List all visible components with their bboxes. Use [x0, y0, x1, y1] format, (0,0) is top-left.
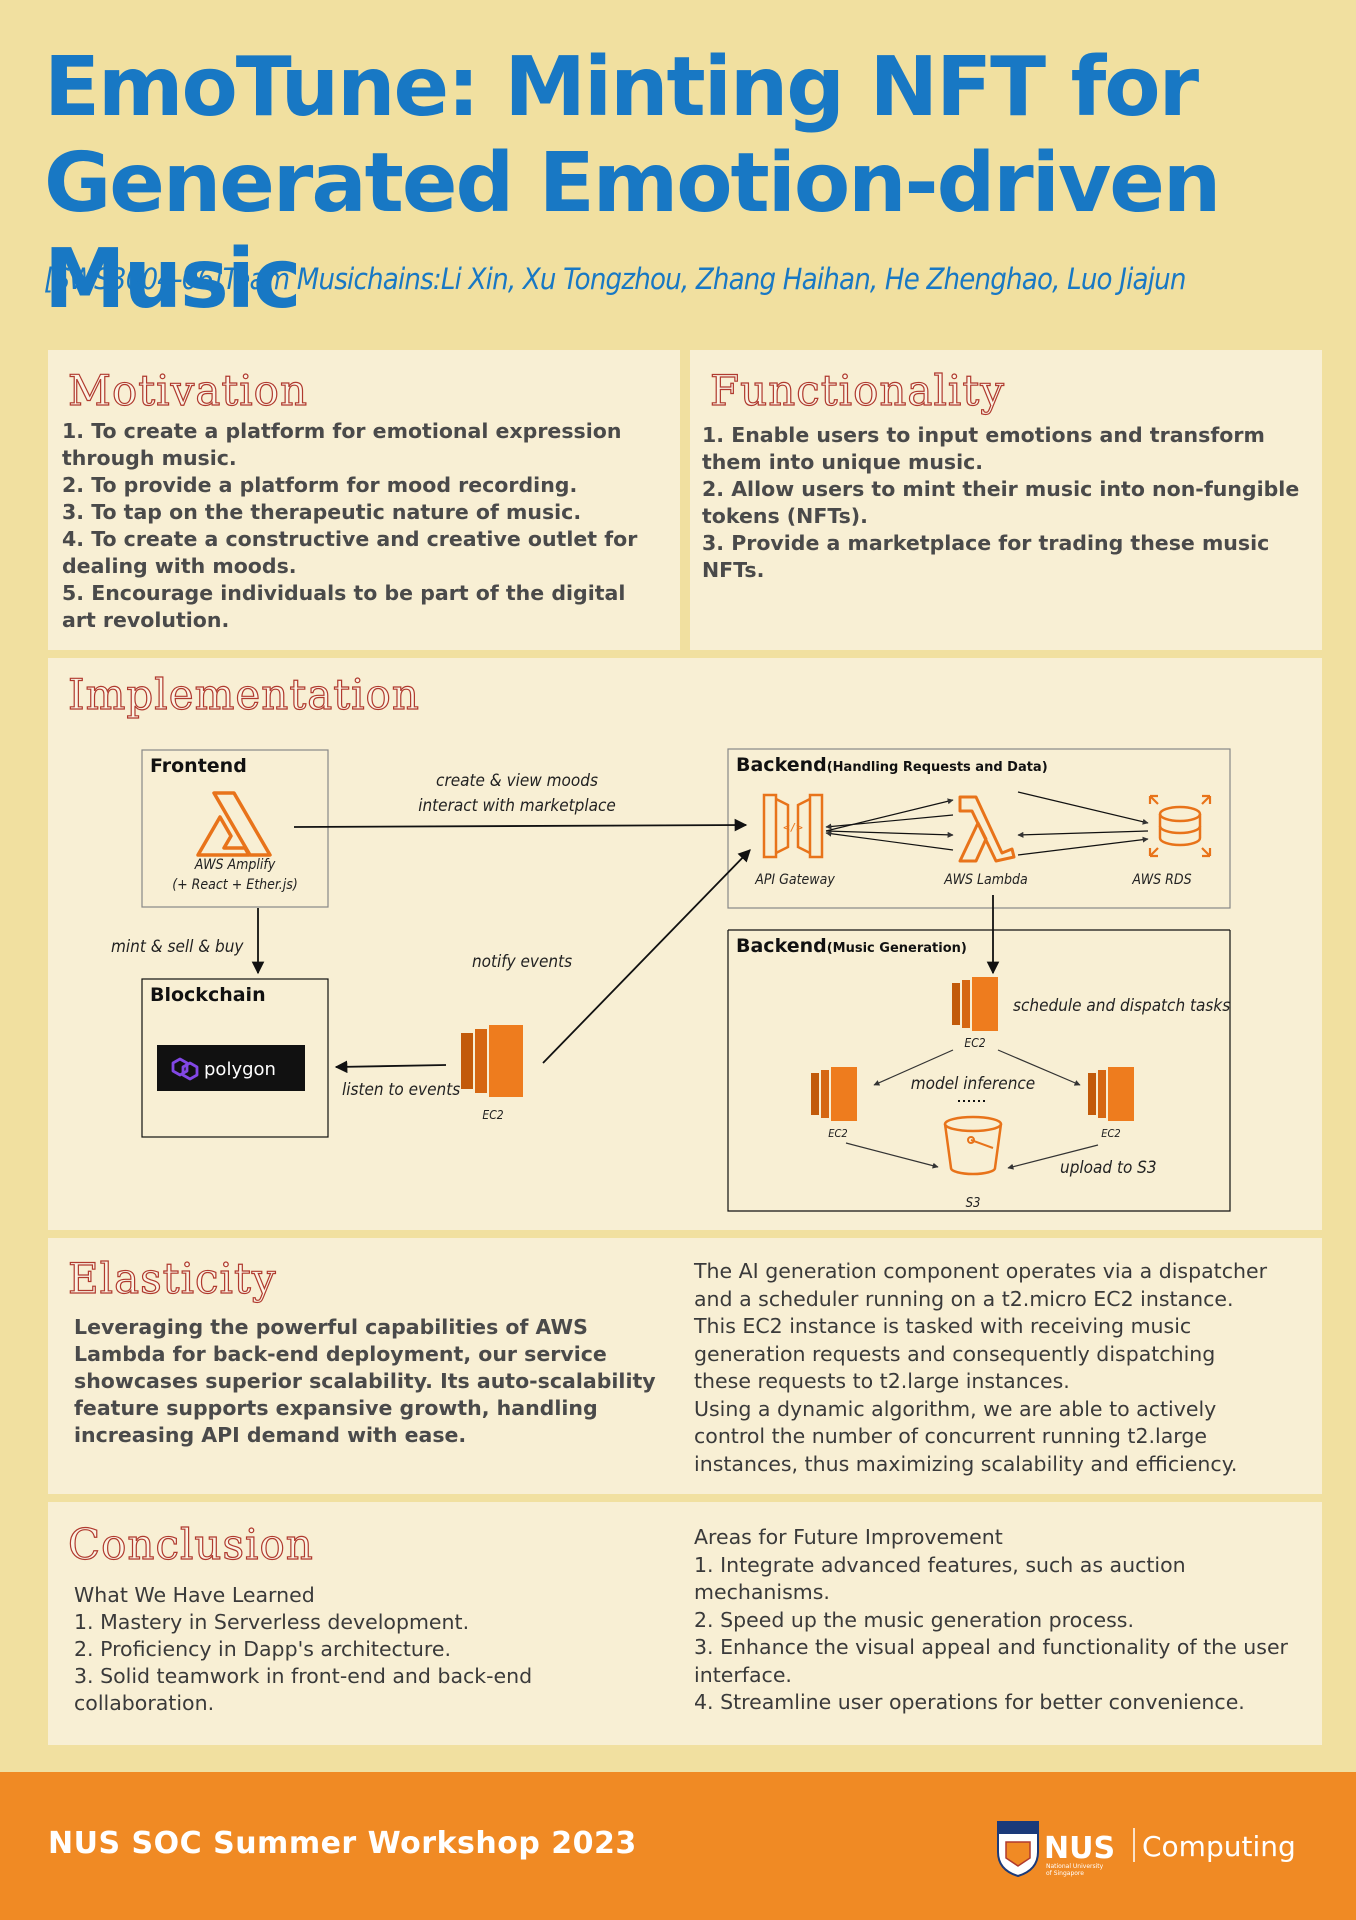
list-item: 1. Mastery in Serverless development. [74, 1610, 470, 1634]
title-line-2: Generated Emotion-driven Music [44, 136, 1221, 327]
api-gateway-icon: </> [762, 793, 824, 859]
title-line-1: EmoTune: Minting NFT for [44, 40, 1199, 135]
ec2-scheduler-icon [952, 977, 998, 1031]
text-line: This EC2 instance is tasked with receivi… [694, 1314, 1192, 1338]
elasticity-right-text: The AI generation component operates via… [694, 1258, 1304, 1478]
ec2-left-label: EC2 [828, 1127, 847, 1140]
nus-crest-icon [997, 1821, 1039, 1878]
list-item: 4. To create a constructive and creative… [62, 527, 638, 578]
ec2-right-label: EC2 [1101, 1127, 1120, 1140]
backend-music-box [727, 929, 1231, 1212]
list-item: 2. Speed up the music generation process… [694, 1607, 1134, 1632]
motivation-list: 1. To create a platform for emotional ex… [62, 418, 662, 634]
api-gateway-label: API Gateway [754, 872, 835, 888]
motivation-title: Motivation [67, 365, 309, 415]
frontend-title: Frontend [150, 755, 247, 777]
arrow-interact-label: interact with marketplace [418, 796, 616, 816]
list-item: 5. Encourage individuals to be part of t… [62, 581, 626, 632]
learned-heading: What We Have Learned [74, 1583, 315, 1607]
polygon-logo: polygon [157, 1045, 305, 1091]
backend-requests-title: Backend(Handling Requests and Data) [736, 754, 1048, 776]
elasticity-left-text: Leveraging the powerful capabilities of … [74, 1315, 656, 1447]
future-heading: Areas for Future Improvement [694, 1525, 1003, 1549]
list-item: 2. Proficiency in Dapp's architecture. [74, 1637, 451, 1661]
list-item: 3. Solid teamwork in front-end and back-… [74, 1664, 533, 1715]
svg-text:</>: </> [783, 821, 803, 834]
conclusion-title: Conclusion [67, 1519, 314, 1569]
text-line: Using a dynamic algorithm, we are able t… [694, 1396, 1217, 1421]
frontend-box [141, 749, 329, 908]
model-inference-label: model inference [911, 1074, 1035, 1094]
ec2-worker-left-icon [811, 1067, 857, 1121]
backend-connectors [825, 791, 1149, 856]
text-line: instances, thus maximizing scalability a… [694, 1451, 1238, 1476]
amplify-label: AWS Amplify [194, 857, 276, 873]
nus-small-2: of Singapore [1046, 1870, 1084, 1877]
text-line: The AI generation component operates via… [694, 1259, 1268, 1283]
major-arrows [251, 818, 1000, 1074]
ec2-listener-icon [461, 1025, 523, 1097]
ec2-scheduler-label: EC2 [964, 1036, 985, 1050]
s3-label: S3 [966, 1196, 981, 1211]
music-generation-arrows [845, 1049, 1099, 1170]
elasticity-title: Elasticity [67, 1253, 277, 1303]
arrow-listen-label: listen to events [342, 1080, 460, 1100]
nus-wordmark: NUS [1044, 1831, 1115, 1866]
arrow-mint-label: mint & sell & buy [111, 937, 244, 957]
arrow-notify-label: notify events [472, 952, 572, 972]
nus-small-1: National University [1046, 1863, 1104, 1870]
list-item: 2. To provide a platform for mood record… [62, 473, 578, 497]
functionality-title: Functionality [709, 365, 1005, 415]
architecture-diagram: Frontend AWS Amplify (+ React + Ether.js… [111, 748, 1231, 1212]
upload-s3-label: upload to S3 [1060, 1158, 1157, 1178]
computing-wordmark: Computing [1142, 1830, 1296, 1863]
list-item: 3. Enhance the visual appeal and functio… [694, 1635, 1288, 1687]
aws-lambda-icon [958, 795, 1016, 863]
list-item: 2. Allow users to mint their music into … [702, 477, 1300, 528]
list-item: 1. Enable users to input emotions and tr… [702, 423, 1265, 474]
schedule-label: schedule and dispatch tasks [1013, 996, 1230, 1016]
team-authors: [SWS3004-06]Team Musichains:Li Xin, Xu T… [44, 262, 1186, 296]
ec2-worker-right-icon [1088, 1067, 1134, 1121]
ec2-listener-label: EC2 [482, 1108, 503, 1122]
aws-amplify-icon [196, 791, 272, 857]
list-item: 1. To create a platform for emotional ex… [62, 419, 622, 470]
list-item: 4. Streamline user operations for better… [694, 1690, 1245, 1714]
nus-computing-logo: NUS National University of Singapore Com… [997, 1821, 1296, 1878]
implementation-panel: Implementation [48, 658, 1322, 1230]
elasticity-panel: Elasticity Leveraging the powerful capab… [48, 1238, 1322, 1494]
poster-title: EmoTune: Minting NFT for Generated Emoti… [44, 40, 1324, 328]
text-line: these requests to t2.large instances. [694, 1369, 1070, 1393]
conclusion-panel: Conclusion What We Have Learned 1. Maste… [48, 1502, 1322, 1745]
future-section: Areas for Future Improvement 1. Integrat… [694, 1524, 1294, 1717]
s3-bucket-icon [943, 1115, 1003, 1176]
list-item: 3. Provide a marketplace for trading the… [702, 531, 1270, 582]
list-item: 1. Integrate advanced features, such as … [694, 1552, 1186, 1605]
rds-label: AWS RDS [1131, 872, 1191, 888]
amplify-sublabel: (+ React + Ether.js) [172, 877, 298, 893]
list-item: 3. To tap on the therapeutic nature of m… [62, 500, 582, 524]
text-line: and a scheduler running on a t2.micro EC… [694, 1286, 1234, 1311]
lambda-label: AWS Lambda [943, 872, 1028, 888]
learned-section: What We Have Learned 1. Mastery in Serve… [74, 1582, 644, 1717]
footer-bar: NUS SOC Summer Workshop 2023 NUS Nationa… [0, 1772, 1356, 1920]
polygon-icon [171, 1057, 199, 1081]
functionality-list: 1. Enable users to input emotions and tr… [702, 422, 1302, 584]
backend-music-title: Backend(Music Generation) [736, 935, 967, 957]
blockchain-box [141, 978, 329, 1138]
implementation-title: Implementation [67, 669, 420, 719]
arrow-create-label: create & view moods [436, 771, 598, 791]
aws-rds-icon [1148, 794, 1212, 858]
text-line: control the number of concurrent running… [694, 1424, 1207, 1448]
motivation-panel: Motivation 1. To create a platform for e… [48, 350, 680, 650]
backend-requests-box [727, 748, 1231, 909]
polygon-label: polygon [204, 1059, 276, 1080]
functionality-panel: Functionality 1. Enable users to input e… [690, 350, 1322, 650]
workshop-label: NUS SOC Summer Workshop 2023 [48, 1826, 637, 1861]
text-line: generation requests and consequently dis… [694, 1341, 1216, 1366]
blockchain-title: Blockchain [150, 984, 266, 1006]
